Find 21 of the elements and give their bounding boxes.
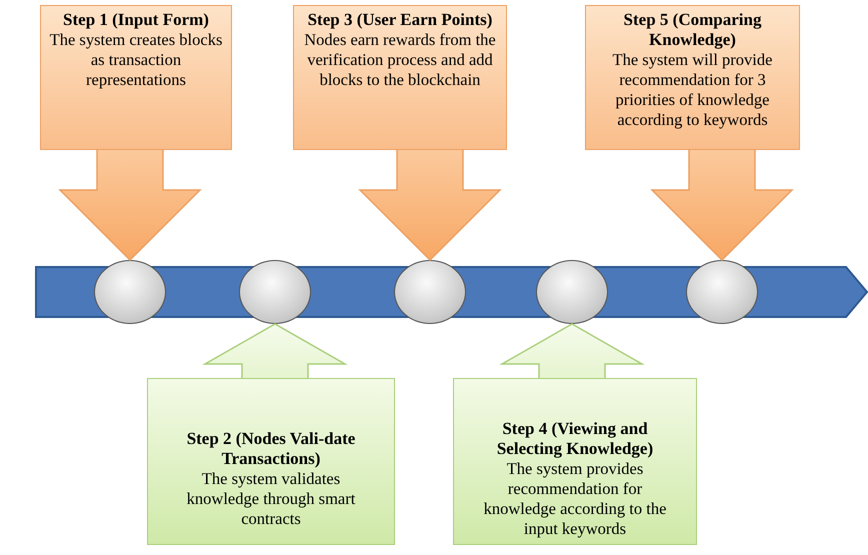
- callout-box: [585, 5, 800, 150]
- callout-box: [293, 5, 507, 150]
- step-description: The system will provide recommendation for 3 priorities of knowledge according to keywords: [612, 50, 774, 130]
- block-arrow: [202, 323, 348, 379]
- block-arrow: [650, 149, 794, 262]
- step-heading: Step 5 (Comparing Knowledge): [622, 10, 762, 50]
- step-description: The system provides recommendation for knowledge according to the input keywords: [482, 459, 668, 539]
- callout-box: [453, 378, 697, 545]
- step-description: Nodes earn rewards from the verification process and add blocks to the blockchain: [303, 30, 497, 90]
- step-heading: Step 4 (Viewing and Selecting Knowledge): [496, 419, 654, 459]
- timeline-arrow: [35, 257, 868, 327]
- callout-box: [40, 5, 232, 150]
- step-description: The system creates blocks as transaction representations: [49, 30, 223, 90]
- step-heading: Step 1 (Input Form): [62, 10, 210, 30]
- step-heading: Step 2 (Nodes Vali-date Transactions): [186, 429, 356, 469]
- block-arrow: [358, 149, 502, 262]
- step-heading: Step 3 (User Earn Points): [306, 10, 494, 30]
- callout-box: [147, 378, 395, 545]
- block-arrow: [499, 323, 645, 379]
- step-description: The system validates knowledge through smart contracts: [186, 469, 356, 529]
- block-arrow: [58, 149, 202, 262]
